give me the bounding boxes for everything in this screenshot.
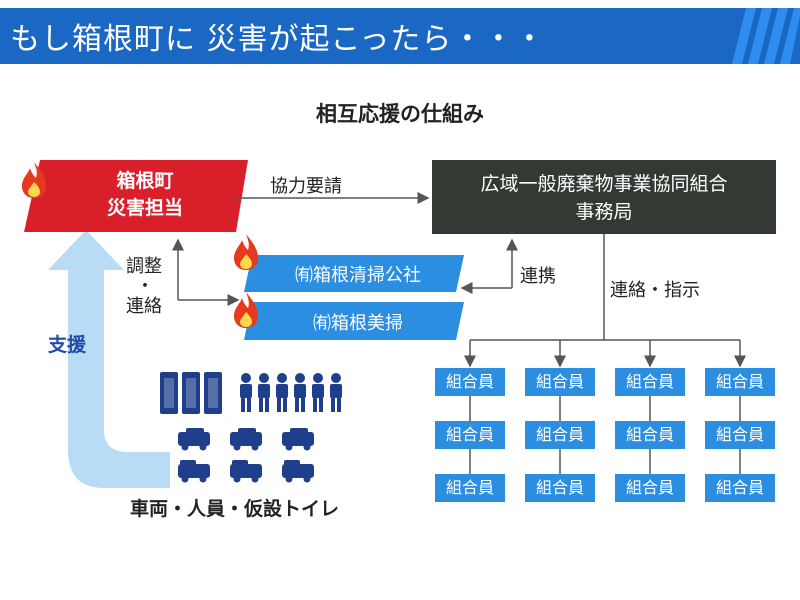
coordination-label-2: ・	[136, 276, 154, 297]
fire-icon	[234, 234, 258, 270]
cooperation-label: 連携	[520, 266, 556, 287]
member-box: 組合員	[615, 474, 685, 502]
member-box: 組合員	[435, 474, 505, 502]
association-label: 広域一般廃棄物事業協同組合 事務局	[432, 170, 776, 226]
banner-title: もし箱根町に 災害が起こったら・・・	[10, 22, 546, 57]
member-box: 組合員	[525, 421, 595, 449]
request-label: 協力要請	[270, 176, 342, 197]
company2-label: ㈲箱根美掃	[313, 313, 403, 334]
diagram-title: 相互応援の仕組み	[316, 102, 484, 126]
association-line1: 広域一般廃棄物事業協同組合	[480, 173, 728, 195]
support-label: 支援	[48, 334, 87, 356]
member-box: 組合員	[435, 368, 505, 396]
vehicle-icon	[178, 428, 314, 483]
member-box: 組合員	[525, 368, 595, 396]
town-office-line1: 箱根町	[116, 170, 174, 192]
company1-label: ㈲箱根清掃公社	[295, 265, 421, 286]
member-box: 組合員	[615, 368, 685, 396]
support-arrow	[48, 230, 170, 488]
portable-toilet-icon	[160, 372, 222, 414]
member-box: 組合員	[705, 421, 775, 449]
coordination-label-3: 連絡	[126, 296, 162, 317]
member-box: 組合員	[615, 421, 685, 449]
town-office-box	[24, 160, 248, 232]
member-box: 組合員	[525, 474, 595, 502]
instruction-label: 連絡・指示	[610, 280, 700, 301]
town-office-line2: 災害担当	[106, 197, 183, 219]
fire-icon	[234, 292, 258, 328]
title-banner: もし箱根町に 災害が起こったら・・・	[0, 8, 800, 64]
fire-icon	[22, 162, 46, 198]
company1-box	[244, 255, 464, 292]
association-line2: 事務局	[575, 201, 633, 223]
coordination-label-1: 調整	[126, 256, 162, 277]
banner-stripes	[732, 8, 800, 64]
town-office-label: 箱根町 災害担当	[70, 168, 220, 222]
member-box: 組合員	[705, 474, 775, 502]
resources-label: 車両・人員・仮設トイレ	[130, 498, 340, 520]
member-box: 組合員	[705, 368, 775, 396]
member-box: 組合員	[435, 421, 505, 449]
personnel-icon	[240, 373, 342, 412]
company2-box	[244, 302, 464, 340]
association-box	[432, 160, 776, 234]
